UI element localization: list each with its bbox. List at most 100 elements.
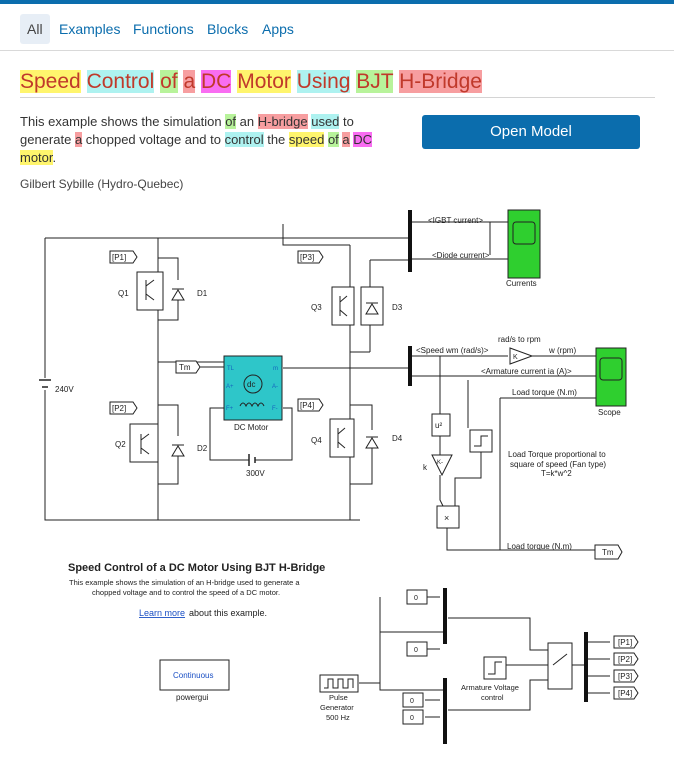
tm-label: Tm xyxy=(179,363,191,372)
powergui-label: powergui xyxy=(176,693,209,702)
constant-block[interactable] xyxy=(402,709,424,725)
goto-tm-label: Tm xyxy=(602,548,614,557)
igbt-q1[interactable] xyxy=(136,271,164,311)
from-tag-tm[interactable] xyxy=(175,360,201,374)
switch-label: Q2 xyxy=(115,440,126,449)
goto-tag-p2[interactable] xyxy=(613,652,639,666)
from-tag-p1[interactable] xyxy=(109,250,138,264)
goto-tag-label: [P1] xyxy=(618,638,632,647)
desc-highlight: motor xyxy=(20,150,53,165)
wire xyxy=(439,475,445,509)
title-word: DC xyxy=(201,70,232,93)
signal-armature-label: <Armature current ia (A)> xyxy=(481,367,572,376)
learn-more-tail: about this example. xyxy=(189,608,267,618)
switch-label: D1 xyxy=(197,289,208,298)
tab-examples[interactable]: Examples xyxy=(59,21,121,37)
goto-tag-label: [P3] xyxy=(618,672,632,681)
simulink-model-diagram[interactable]: 240V [P1] [P2] [P3] [P4] Q1 D1 xyxy=(0,196,674,764)
goto-tag-p1[interactable] xyxy=(613,635,639,649)
constant-value: 0 xyxy=(414,647,418,654)
wire xyxy=(454,452,482,506)
model-annotation-text: This example shows the simulation of an … xyxy=(69,578,300,587)
powergui-block[interactable] xyxy=(159,659,230,691)
igbt-q4[interactable] xyxy=(329,418,355,458)
armature-voltage-step[interactable] xyxy=(483,656,507,680)
gain-k-text: -K- xyxy=(435,460,443,466)
dc-voltage-source: 240V xyxy=(38,378,74,394)
gain-k-block[interactable] xyxy=(431,454,453,477)
title-word: Motor xyxy=(237,70,291,93)
constant-block[interactable] xyxy=(406,641,428,657)
wire xyxy=(379,597,444,691)
title-word: Control xyxy=(86,70,155,93)
tab-all[interactable]: All xyxy=(20,14,50,44)
desc-highlight: used xyxy=(311,114,340,129)
wire xyxy=(350,448,373,485)
diode-d2 xyxy=(171,445,185,457)
currents-scope[interactable] xyxy=(507,209,541,279)
goto-tag-tm[interactable] xyxy=(594,544,623,560)
wire xyxy=(350,404,373,430)
title-word: of xyxy=(160,70,178,93)
switch-label: Q1 xyxy=(118,289,129,298)
wire xyxy=(448,617,548,651)
square-label: u² xyxy=(435,421,442,430)
armature-control-line: control xyxy=(481,693,504,702)
title-word: BJT xyxy=(356,70,394,93)
demux-block[interactable] xyxy=(584,632,588,702)
tag-label: [P2] xyxy=(112,404,126,413)
motor-port-label: TL xyxy=(227,366,235,372)
motor-port-label: m xyxy=(273,366,278,372)
open-model-button[interactable]: Open Model xyxy=(422,115,640,149)
signal-speed-label: <Speed wm (rad/s)> xyxy=(416,346,489,355)
constant-block[interactable] xyxy=(402,692,424,708)
motor-scope[interactable] xyxy=(595,347,627,407)
from-tag-p3[interactable] xyxy=(297,250,324,264)
model-annotation-text: chopped voltage and to control the speed… xyxy=(92,588,280,597)
page-title: Speed Control of a DC Motor Using BJT H-… xyxy=(20,68,482,96)
switch-label: D4 xyxy=(392,434,403,443)
powergui-block-label: Continuous xyxy=(173,671,213,680)
wire xyxy=(265,407,293,461)
desc-highlight: control xyxy=(224,132,264,147)
goto-tag-p3[interactable] xyxy=(613,669,639,683)
gain-label: K xyxy=(513,354,518,361)
igbt-q3[interactable] xyxy=(331,286,355,326)
wire xyxy=(158,456,179,485)
bus-selector-switch[interactable] xyxy=(408,210,412,272)
from-tag-p2[interactable] xyxy=(109,401,138,415)
square-function-block[interactable] xyxy=(431,413,451,437)
goto-tag-label: [P2] xyxy=(618,655,632,664)
constant-block[interactable] xyxy=(406,589,428,605)
field-voltage-source xyxy=(240,454,265,466)
from-tag-p4[interactable] xyxy=(297,398,324,412)
switch-label: Q4 xyxy=(311,436,322,445)
constant-value: 0 xyxy=(414,595,418,602)
armature-control-line: Armature Voltage xyxy=(461,683,519,692)
manual-switch-block[interactable] xyxy=(547,642,573,690)
mux-block-top[interactable] xyxy=(443,588,447,644)
signal-diode-label: <Diode current> xyxy=(432,251,490,260)
wire xyxy=(448,679,548,711)
model-annotation-title: Speed Control of a DC Motor Using BJT H-… xyxy=(68,562,325,574)
signal-igbt-label: <IGBT current> xyxy=(428,216,483,225)
tab-apps[interactable]: Apps xyxy=(262,21,294,37)
gain-rpm[interactable] xyxy=(509,347,534,365)
title-word: H-Bridge xyxy=(399,70,482,93)
igbt-q2[interactable] xyxy=(129,423,159,463)
bus-selector-motor[interactable] xyxy=(408,346,412,386)
pulse-generator-block[interactable] xyxy=(319,674,359,693)
dc-motor-block[interactable]: dc TL m A+ A- F+ F- xyxy=(223,355,283,421)
motor-port-label: A- xyxy=(272,384,278,390)
goto-tag-p4[interactable] xyxy=(613,686,639,700)
product-block[interactable] xyxy=(436,505,460,529)
learn-more-link[interactable]: Learn more xyxy=(139,608,185,618)
tab-blocks[interactable]: Blocks xyxy=(207,21,249,37)
motor-port-label: F+ xyxy=(226,406,234,412)
load-torque-label: Load torque (N.m) xyxy=(512,388,577,397)
pulse-label-line: Generator xyxy=(320,703,354,712)
tab-functions[interactable]: Functions xyxy=(133,21,194,37)
motor-center-label: dc xyxy=(247,380,255,389)
wire xyxy=(158,404,179,436)
mux-block-bottom[interactable] xyxy=(443,678,447,744)
